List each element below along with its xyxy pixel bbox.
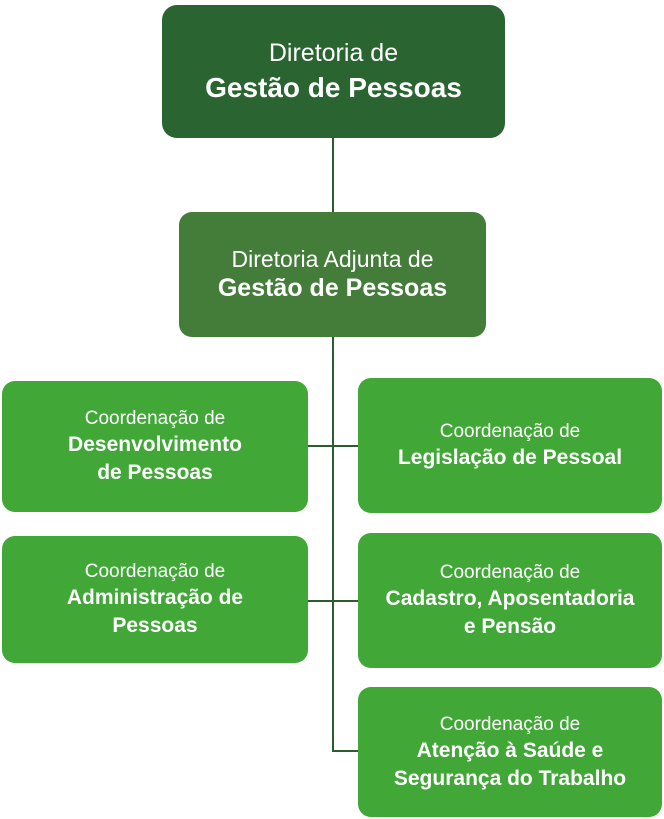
node-diretoria-gestao-pessoas: Diretoria de Gestão de Pessoas (162, 5, 505, 138)
node-prefix: Coordenação de (439, 421, 581, 443)
node-prefix: Coordenação de (84, 561, 226, 583)
connector-root-to-deputy (332, 137, 334, 213)
node-coord-cadastro-aposentadoria-pensao: Coordenação de Cadastro, Aposentadoria e… (358, 533, 662, 668)
node-coord-administracao-pessoas: Coordenação de Administração de Pessoas (2, 536, 308, 663)
node-coord-legislacao-pessoal: Coordenação de Legislação de Pessoal (358, 378, 662, 513)
node-title: Cadastro, Aposentadoria e Pensão (385, 587, 635, 639)
connector-trunk-vertical (332, 336, 334, 752)
node-title: Gestão de Pessoas (205, 71, 462, 103)
node-prefix: Diretoria Adjunta de (231, 245, 434, 272)
node-title: Legislação de Pessoal (397, 446, 623, 470)
node-diretoria-adjunta: Diretoria Adjunta de Gestão de Pessoas (179, 212, 486, 337)
node-prefix: Coordenação de (439, 562, 581, 584)
node-coord-atencao-saude-seguranca-trabalho: Coordenação de Atenção à Saúde e Seguran… (358, 687, 662, 817)
node-prefix: Diretoria de (268, 39, 399, 68)
connector-row1-horizontal (308, 445, 358, 447)
node-coord-desenvolvimento-pessoas: Coordenação de Desenvolvimento de Pessoa… (2, 381, 308, 512)
node-title: Atenção à Saúde e Segurança do Trabalho (393, 738, 627, 790)
connector-row3-elbow (334, 750, 358, 752)
connector-row2-horizontal (308, 600, 358, 602)
node-prefix: Coordenação de (439, 713, 581, 735)
node-prefix: Coordenação de (84, 408, 226, 430)
node-title: Desenvolvimento de Pessoas (68, 433, 242, 485)
node-title: Administração de Pessoas (66, 586, 244, 638)
node-title: Gestão de Pessoas (217, 274, 448, 303)
